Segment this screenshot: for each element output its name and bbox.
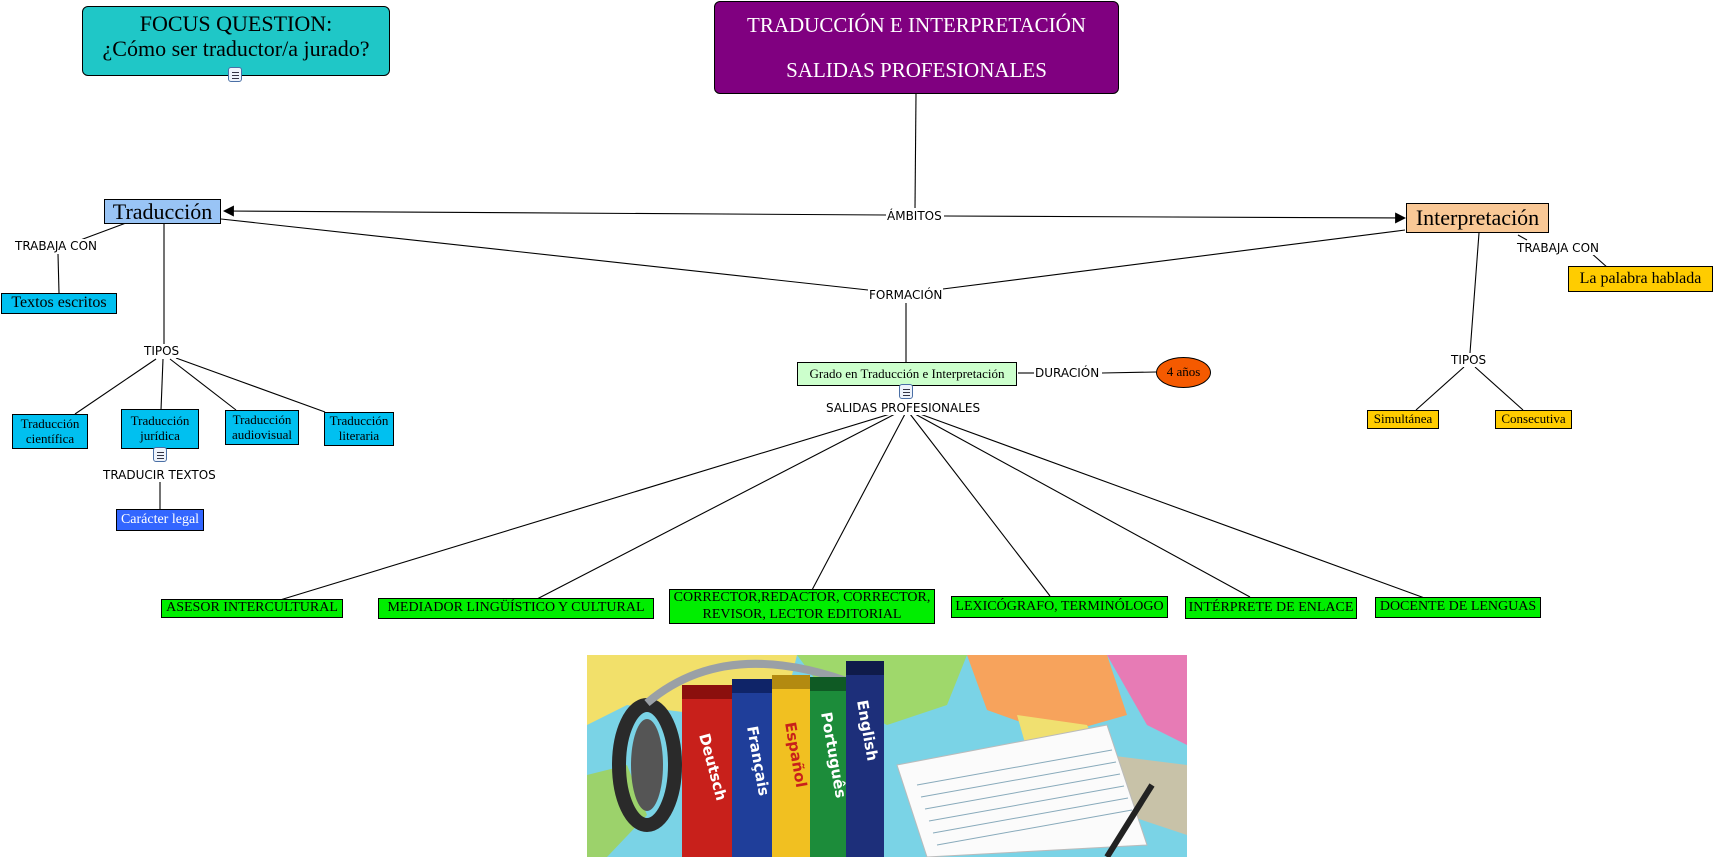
link-salidas-profesionales: SALIDAS PROFESIONALES: [825, 401, 982, 415]
title-box: TRADUCCIÓN E INTERPRETACIÓN SALIDAS PROF…: [714, 1, 1119, 94]
title-line-1: TRADUCCIÓN E INTERPRETACIÓN: [747, 12, 1086, 37]
book-spines: Deutsch Français Español Português Engli…: [682, 661, 884, 857]
link-tipos-traduccion: TIPOS: [143, 344, 181, 358]
title-line-2: SALIDAS PROFESIONALES: [786, 58, 1047, 82]
concept-traduccion-literaria[interactable]: Traducción literaria: [324, 412, 394, 446]
link-trabaja-con-traduccion: TRABAJA CON: [14, 239, 98, 253]
link-traducir-textos: TRADUCIR TEXTOS: [102, 468, 217, 482]
concept-caracter-legal[interactable]: Carácter legal: [116, 509, 204, 531]
notebook: [896, 724, 1155, 857]
focus-line-2: ¿Cómo ser traductor/a jurado?: [102, 36, 370, 62]
concept-textos-escritos[interactable]: Textos escritos: [1, 293, 117, 314]
link-duracion: DURACIÓN: [1034, 366, 1101, 380]
concept-interpretacion[interactable]: Interpretación: [1406, 203, 1549, 233]
salida-interprete[interactable]: INTÉRPRETE DE ENLACE: [1185, 597, 1357, 619]
document-icon[interactable]: [153, 447, 167, 462]
focus-question-box: FOCUS QUESTION: ¿Cómo ser traductor/a ju…: [82, 6, 390, 76]
salida-asesor[interactable]: ASESOR INTERCULTURAL: [161, 599, 343, 618]
concept-simultanea[interactable]: Simultánea: [1367, 410, 1439, 429]
concept-consecutiva[interactable]: Consecutiva: [1495, 410, 1572, 429]
concept-grado[interactable]: Grado en Traducción e Interpretación: [797, 362, 1017, 386]
link-tipos-interpretacion: TIPOS: [1450, 353, 1488, 367]
focus-line-1: FOCUS QUESTION:: [139, 11, 333, 36]
concept-traduccion-cientifica[interactable]: Traducción científica: [12, 414, 88, 449]
concept-palabra-hablada[interactable]: La palabra hablada: [1568, 266, 1713, 292]
salida-docente[interactable]: DOCENTE DE LENGUAS: [1375, 597, 1541, 618]
books-illustration: Deutsch Français Español Português Engli…: [587, 655, 1187, 857]
link-ambitos: ÁMBITOS: [886, 209, 943, 223]
concept-cuatro-anos[interactable]: 4 años: [1156, 357, 1211, 388]
concept-traduccion-juridica[interactable]: Traducción jurídica: [121, 409, 199, 449]
link-formacion: FORMACIÓN: [868, 288, 944, 302]
document-icon[interactable]: [228, 67, 242, 82]
document-icon[interactable]: [899, 384, 913, 399]
concept-traduccion[interactable]: Traducción: [104, 199, 221, 224]
concept-traduccion-audiovisual[interactable]: Traducción audiovisual: [225, 410, 299, 445]
salida-corrector[interactable]: CORRECTOR,REDACTOR, CORRECTOR, REVISOR, …: [669, 589, 935, 624]
salida-mediador[interactable]: MEDIADOR LINGÜÍSTICO Y CULTURAL: [378, 598, 654, 619]
salida-lexicografo[interactable]: LEXICÓGRAFO, TERMINÓLOGO: [951, 596, 1168, 618]
books-headphones-photo: Deutsch Français Español Português Engli…: [587, 655, 1187, 857]
link-trabaja-con-interpretacion: TRABAJA CON: [1516, 241, 1600, 255]
